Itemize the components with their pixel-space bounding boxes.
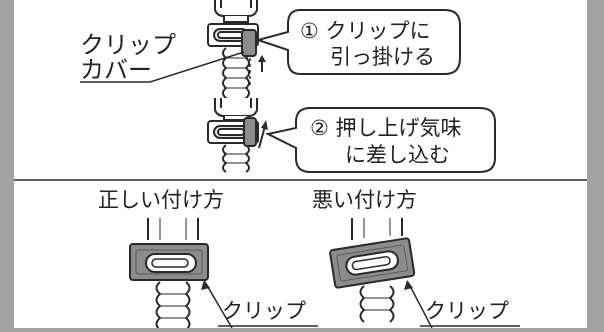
clip-cover-step1: [241, 29, 257, 57]
up-arrow-step2-icon: [258, 120, 268, 149]
good-clip-leader: [204, 281, 233, 329]
good-clip-label: クリップ: [222, 299, 306, 323]
good-clip-arrow-icon: [201, 280, 210, 290]
bad-clip-arrow-icon: [404, 280, 413, 290]
good-title: 正しい付け方: [98, 188, 224, 212]
hose-wrong: [351, 218, 403, 323]
bad-clip-label: クリップ: [425, 299, 509, 323]
clip-cover-step2: [243, 117, 257, 147]
hose-correct: [147, 218, 199, 331]
bad-title: 悪い付け方: [312, 188, 417, 212]
part-label-leader: [80, 51, 245, 83]
up-arrow-step1-icon: [258, 55, 266, 72]
step2-text-line1: ② 押し上げ気味: [310, 116, 462, 140]
part-label-line1: クリップ: [80, 31, 176, 59]
step1-text-line1: ① クリップに: [300, 19, 431, 43]
bad-clip-leader: [407, 281, 433, 329]
step2-text-line2: に差し込む: [345, 143, 450, 167]
speech-bubble-step2: [265, 107, 496, 173]
speech-bubble-step1: [254, 9, 461, 75]
clip-wrong: [329, 237, 416, 289]
part-label-line2: カバー: [80, 56, 152, 84]
clip-correct: [129, 243, 209, 281]
step1-text-line2: 引っ掛ける: [330, 45, 435, 69]
